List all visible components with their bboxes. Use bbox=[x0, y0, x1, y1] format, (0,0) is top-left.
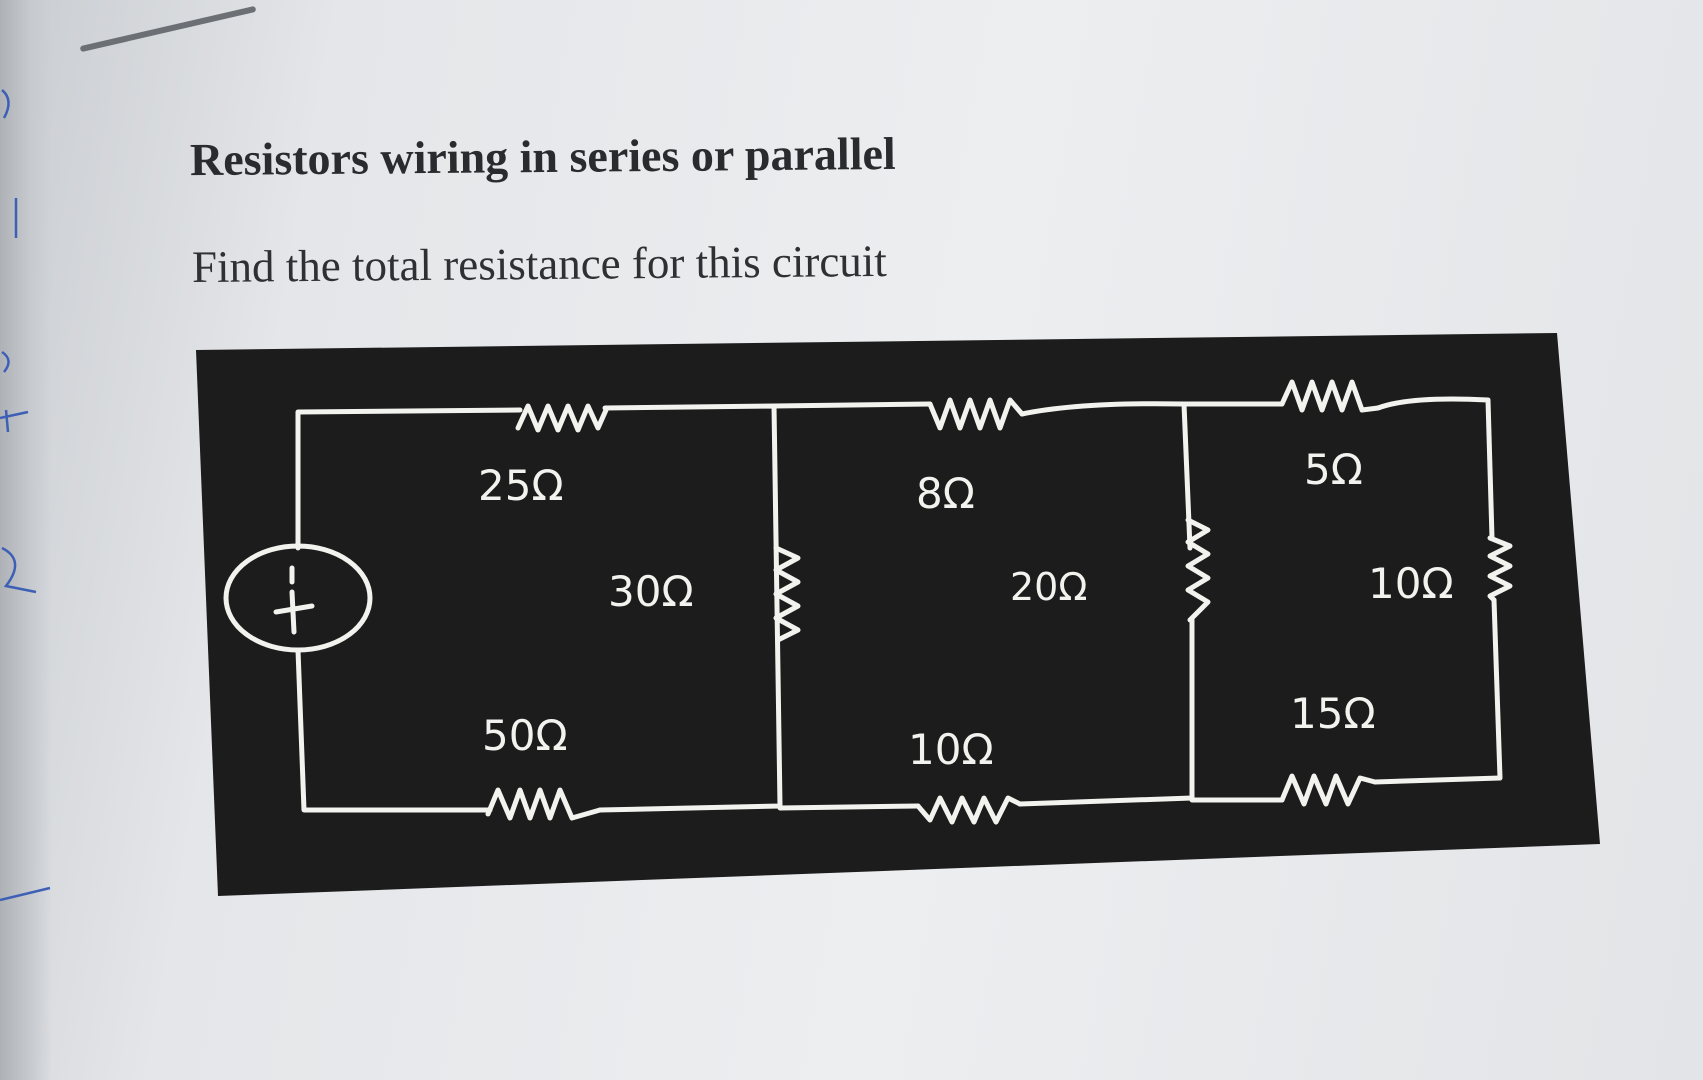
margin-marks bbox=[0, 89, 51, 902]
resistor-top-right bbox=[1279, 379, 1381, 413]
circuit-board bbox=[196, 333, 1600, 896]
resistor-top-middle bbox=[927, 397, 1025, 431]
resistor-bottom-left bbox=[485, 787, 603, 821]
label-vertical-10: 10Ω bbox=[1368, 559, 1454, 608]
label-vertical-30: 30Ω bbox=[608, 567, 694, 616]
resistor-vertical-30 bbox=[773, 545, 801, 643]
label-vertical-20: 20Ω bbox=[1010, 565, 1087, 609]
resistor-bottom-right bbox=[1279, 773, 1378, 807]
battery-symbol bbox=[223, 543, 373, 653]
binder-edge bbox=[0, 0, 52, 1080]
resistor-vertical-20 bbox=[1185, 517, 1211, 623]
resistor-vertical-10 bbox=[1487, 535, 1513, 603]
wire-left-loop bbox=[295, 403, 783, 813]
label-bottom-left: 50Ω bbox=[482, 711, 568, 760]
label-top-middle: 8Ω bbox=[916, 469, 975, 518]
label-top-right: 5Ω bbox=[1304, 445, 1363, 494]
label-bottom-right: 15Ω bbox=[1290, 689, 1376, 738]
label-top-left: 25Ω bbox=[478, 461, 564, 510]
wire-middle-loop bbox=[771, 401, 1195, 811]
resistor-top-left bbox=[515, 403, 609, 433]
resistor-bottom-middle bbox=[915, 795, 1023, 825]
label-bottom-middle: 10Ω bbox=[908, 725, 994, 774]
wire-right-loop bbox=[1181, 396, 1503, 803]
